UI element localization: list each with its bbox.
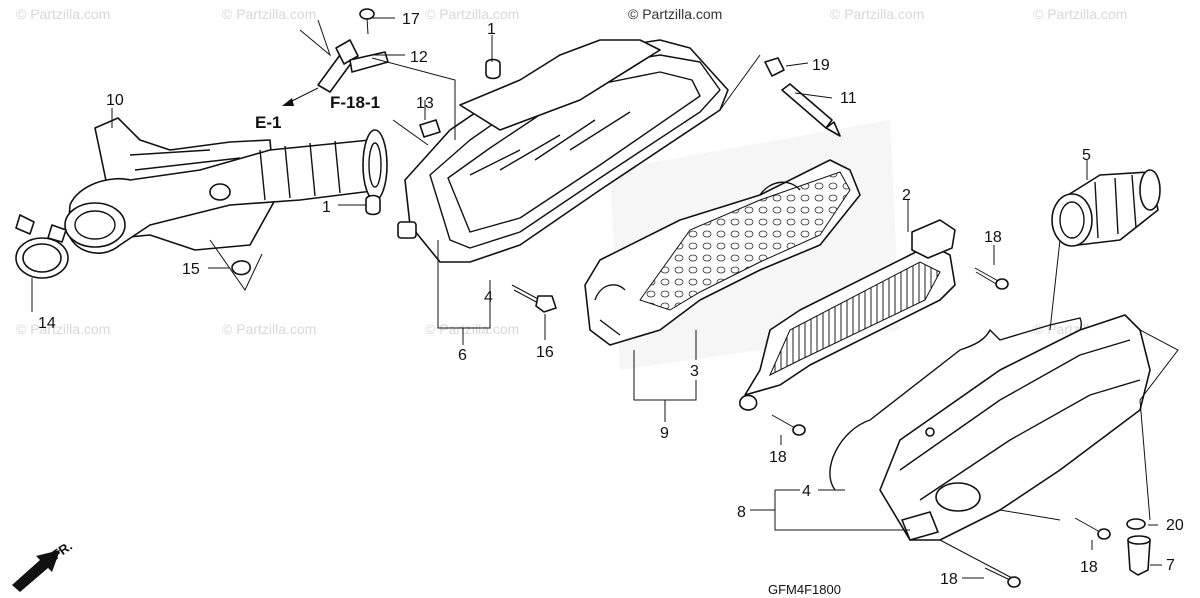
hose-clamp-part-14[interactable] bbox=[15, 214, 69, 279]
callout-5[interactable]: 5 bbox=[1082, 147, 1091, 164]
leader-lines bbox=[31, 17, 1179, 579]
clip-part-15[interactable] bbox=[209, 239, 263, 291]
watermark-top-3: © Partzilla.com bbox=[425, 6, 519, 22]
callout-16[interactable]: 16 bbox=[536, 344, 554, 361]
callout-19[interactable]: 19 bbox=[812, 57, 830, 74]
callout-9[interactable]: 9 bbox=[660, 425, 669, 442]
callout-10[interactable]: 10 bbox=[106, 92, 124, 109]
callout-13[interactable]: 13 bbox=[416, 95, 434, 112]
intake-duct-part-10[interactable] bbox=[64, 117, 388, 254]
callout-6[interactable]: 6 bbox=[458, 347, 467, 364]
callout-14[interactable]: 14 bbox=[38, 315, 56, 332]
callout-2[interactable]: 2 bbox=[902, 187, 911, 204]
watermark-top-left: © Partzilla.com bbox=[16, 6, 110, 22]
callout-1-top[interactable]: 1 bbox=[487, 21, 496, 38]
drain-plug-part-7[interactable] bbox=[1127, 535, 1151, 576]
drain-tube-part-11[interactable] bbox=[781, 83, 841, 137]
diagram-code: GFM4F1800 bbox=[768, 582, 841, 597]
callout-3[interactable]: 3 bbox=[690, 363, 699, 380]
e1-arrow bbox=[282, 87, 319, 106]
callout-20[interactable]: 20 bbox=[1166, 517, 1184, 534]
bolt-part-17[interactable] bbox=[359, 8, 375, 35]
callout-15[interactable]: 15 bbox=[182, 261, 200, 278]
callout-8[interactable]: 8 bbox=[737, 504, 746, 521]
grommet-part-1-top[interactable] bbox=[485, 58, 501, 80]
element-frame-part-9[interactable] bbox=[584, 159, 861, 346]
callout-12[interactable]: 12 bbox=[410, 49, 428, 66]
screw-part-18-c[interactable] bbox=[1074, 517, 1111, 540]
callout-18-lower-left[interactable]: 18 bbox=[769, 449, 787, 466]
watermark-mid-left: © Partzilla.com bbox=[16, 321, 110, 337]
air-cleaner-housing-part-6[interactable] bbox=[397, 39, 729, 263]
callout-17[interactable]: 17 bbox=[402, 11, 420, 28]
watermark-mid-2: © Partzilla.com bbox=[222, 321, 316, 337]
bolt-part-16[interactable] bbox=[511, 284, 557, 313]
snorkel-part-5[interactable] bbox=[1051, 169, 1161, 247]
screw-part-18-a[interactable] bbox=[974, 267, 1009, 290]
callout-18-filter[interactable]: 18 bbox=[984, 229, 1002, 246]
grommet-part-1-left[interactable] bbox=[365, 194, 381, 216]
callout-11[interactable]: 11 bbox=[840, 90, 857, 107]
watermark-top-right: © Partzilla.com bbox=[1033, 6, 1127, 22]
front-direction-arrow bbox=[12, 550, 60, 592]
nut-part-13[interactable] bbox=[419, 119, 441, 138]
callout-18-lower-right[interactable]: 18 bbox=[1080, 559, 1098, 576]
clip-part-19[interactable] bbox=[764, 57, 785, 77]
callout-1-left[interactable]: 1 bbox=[322, 199, 331, 216]
callout-7[interactable]: 7 bbox=[1166, 557, 1175, 574]
watermark-top-center: © Partzilla.com bbox=[628, 6, 722, 22]
callout-18-bottom[interactable]: 18 bbox=[940, 571, 958, 588]
watermark-top-2: © Partzilla.com bbox=[222, 6, 316, 22]
air-filter-element-part-2[interactable] bbox=[739, 219, 956, 411]
callout-4-housing[interactable]: 4 bbox=[484, 289, 493, 306]
callout-4-cover[interactable]: 4 bbox=[802, 483, 811, 500]
breather-joint-part-12[interactable] bbox=[299, 19, 389, 93]
watermark-mid-3: © Partzilla.com bbox=[425, 321, 519, 337]
reference-e1[interactable]: E-1 bbox=[255, 113, 281, 132]
o-ring-part-20[interactable] bbox=[1126, 518, 1146, 530]
air-cleaner-cover-part-8[interactable] bbox=[829, 314, 1151, 541]
screw-part-18-b[interactable] bbox=[771, 414, 806, 436]
watermark-top-5: © Partzilla.com bbox=[830, 6, 924, 22]
screw-part-18-d[interactable] bbox=[984, 567, 1021, 588]
reference-f18-1[interactable]: F-18-1 bbox=[330, 93, 380, 112]
